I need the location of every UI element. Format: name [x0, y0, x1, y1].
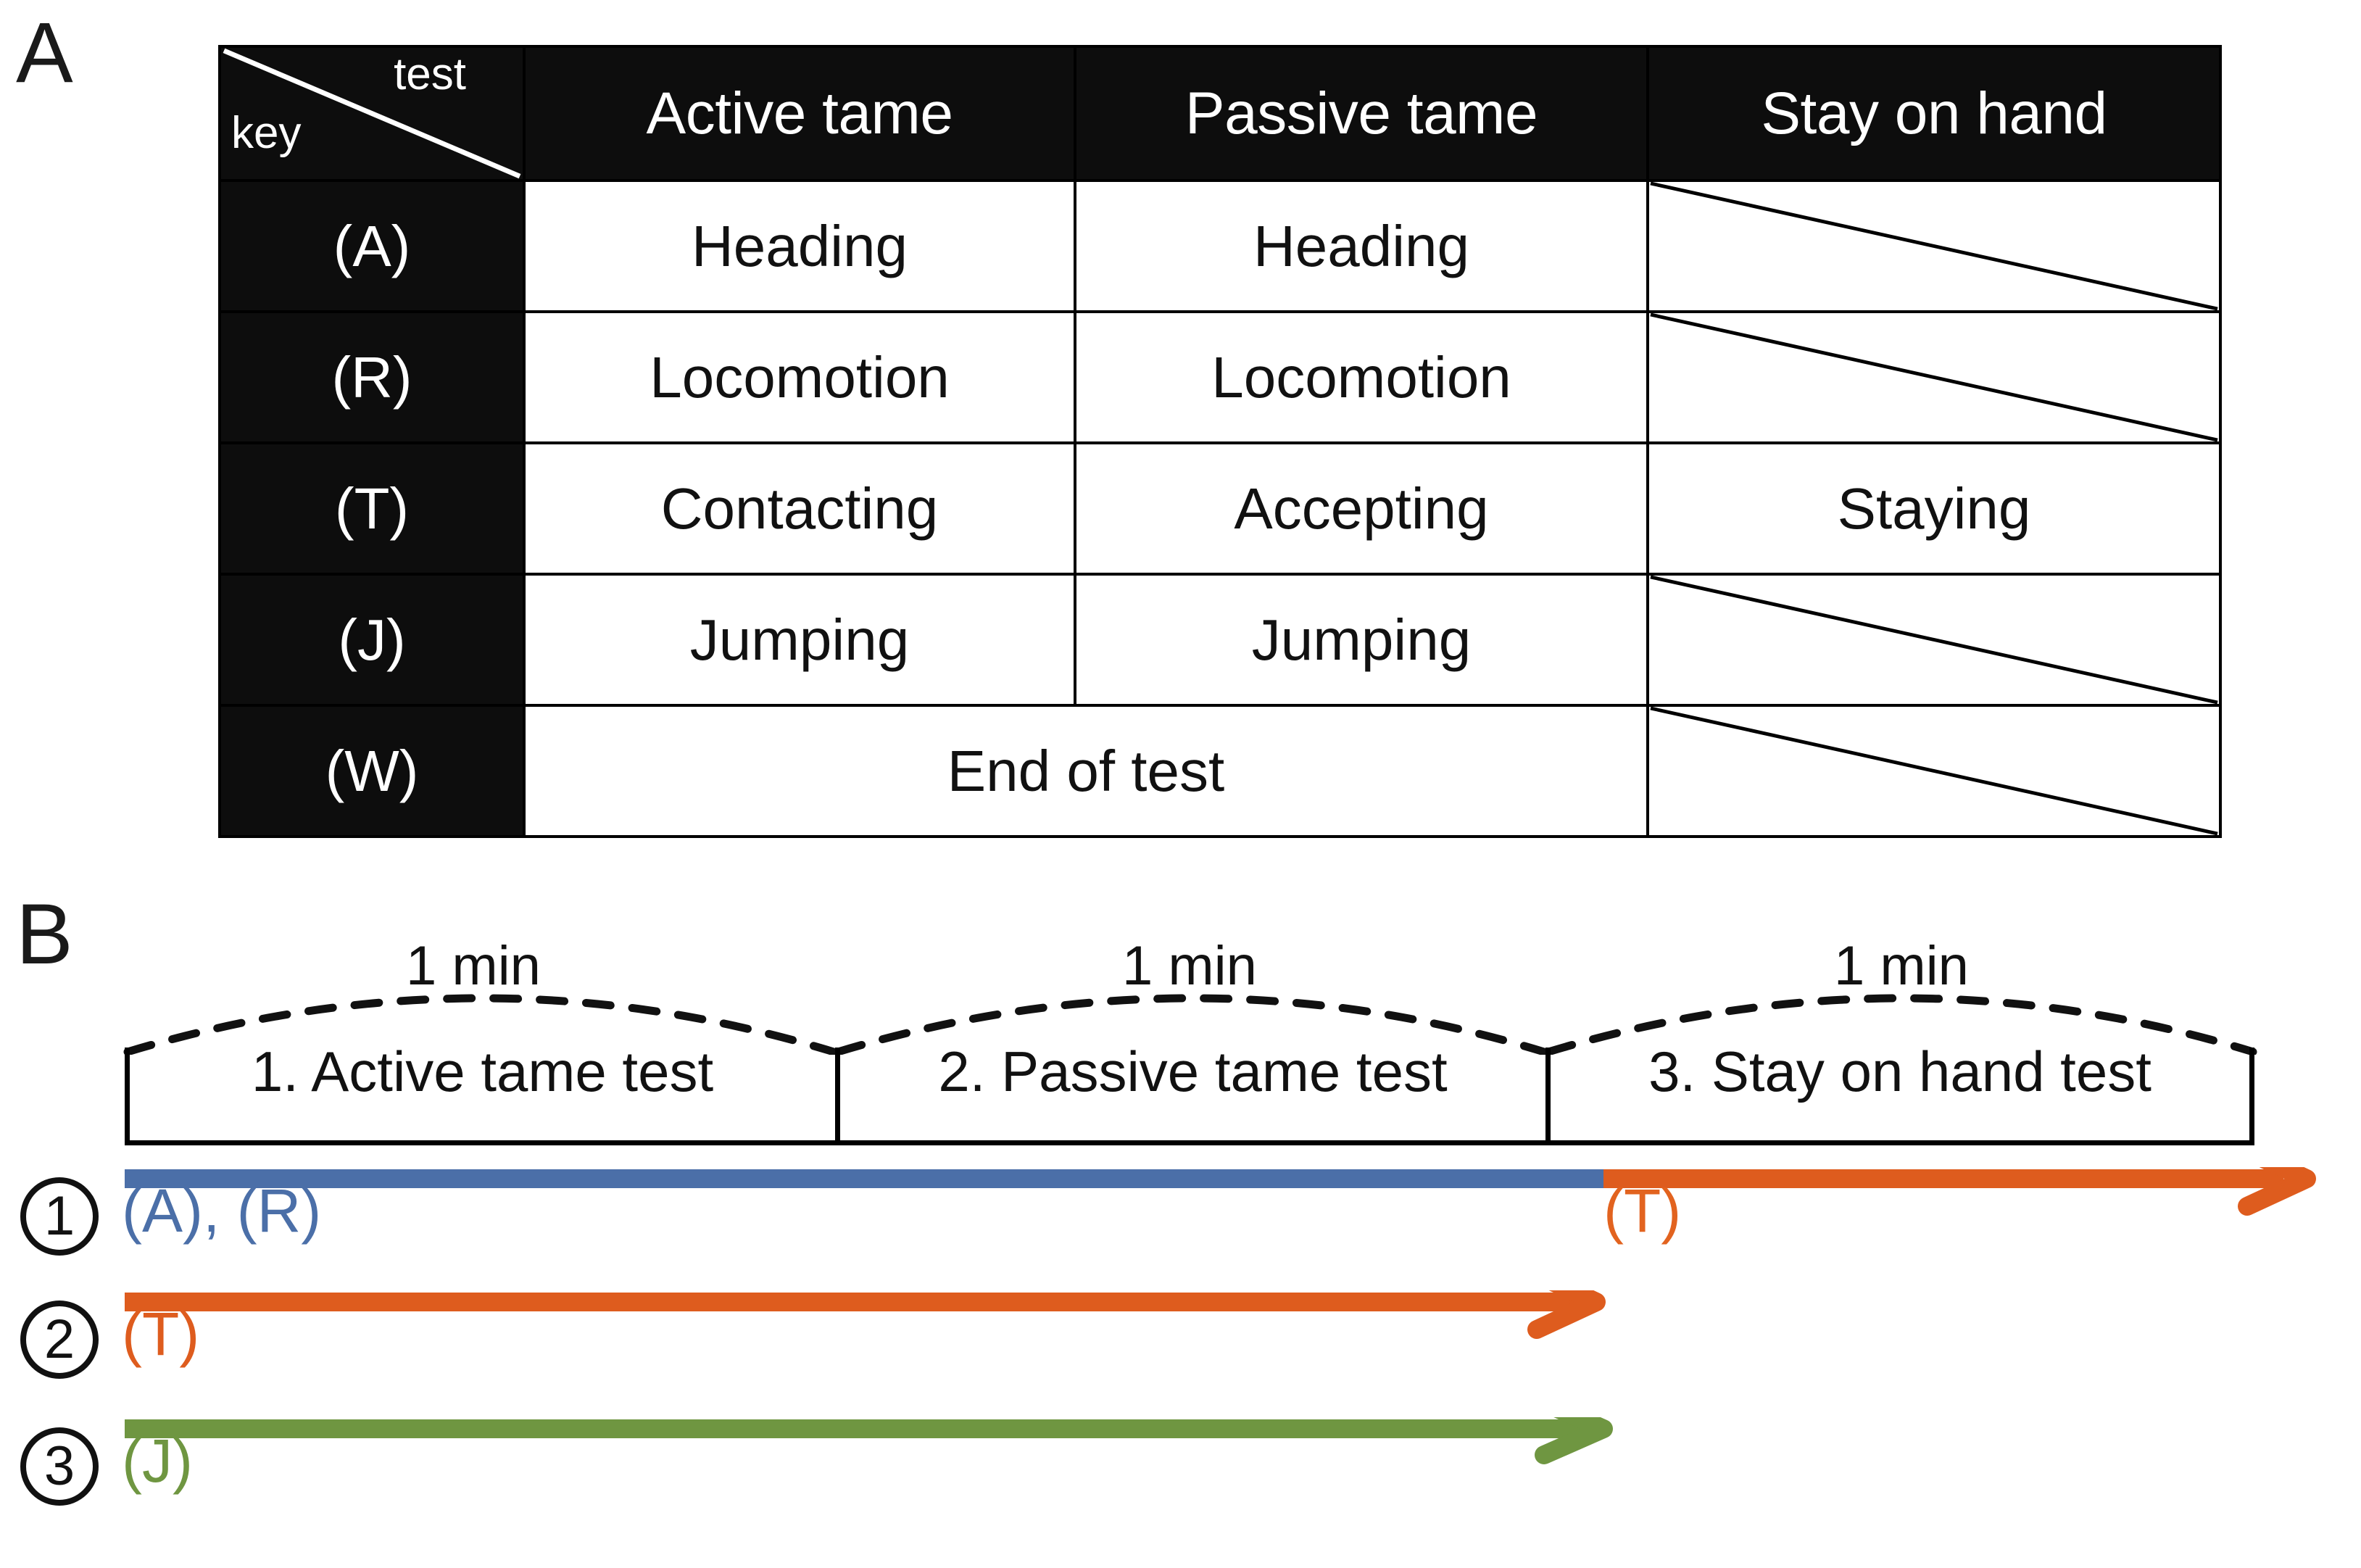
row-key-w: (W) [218, 704, 526, 838]
cell-t-stay: Staying [1646, 441, 2222, 576]
row-key-r: (R) [218, 310, 526, 444]
table-row: (W) End of test [218, 704, 2222, 838]
column-header-active-tame: Active tame [523, 45, 1076, 182]
track-2-label: (T) [122, 1300, 200, 1368]
timeline-track-2: 2 (T) [0, 1290, 2361, 1399]
duration-label-3: 1 min [1834, 935, 1969, 997]
track-3-label: (J) [122, 1427, 193, 1495]
na-diagonal-icon [1650, 313, 2218, 441]
track-1-mid-label: (T) [1603, 1177, 1682, 1245]
cell-t-passive: Accepting [1074, 441, 1649, 576]
test-stage-label: 2. Passive tame test [938, 1040, 1448, 1103]
cell-w-end-of-test: End of test [523, 704, 1649, 838]
cell-j-active: Jumping [523, 573, 1076, 707]
row-key-j: (J) [218, 573, 526, 707]
track-number-3: 3 [20, 1427, 99, 1506]
track-number-1: 1 [20, 1177, 99, 1256]
test-stage-label: 3. Stay on hand test [1648, 1040, 2152, 1103]
table-header-row: test key Active tame Passive tame Stay o… [218, 45, 2222, 182]
na-diagonal-icon [1650, 576, 2218, 704]
column-header-stay-on-hand: Stay on hand [1646, 45, 2222, 182]
matrix-table: test key Active tame Passive tame Stay o… [218, 45, 2222, 838]
track-1-label: (A), (R) [122, 1177, 322, 1245]
cell-w-stay-na [1646, 704, 2222, 838]
cell-j-stay-na [1646, 573, 2222, 707]
cell-j-passive: Jumping [1074, 573, 1649, 707]
column-header-passive-tame: Passive tame [1074, 45, 1649, 182]
corner-cell: test key [218, 45, 526, 182]
track-2-arrow [125, 1290, 1606, 1339]
table-row: (A) Heading Heading [218, 179, 2222, 313]
row-key-a: (A) [218, 179, 526, 313]
panel-a-label: A [16, 5, 73, 101]
corner-diagonal-icon [223, 48, 521, 179]
na-diagonal-icon [1650, 707, 2218, 835]
behaviour-key-matrix: test key Active tame Passive tame Stay o… [218, 45, 2222, 838]
test-stage-passive-tame: 2. Passive tame test [835, 1043, 1545, 1140]
table-row: (R) Locomotion Locomotion [218, 310, 2222, 444]
na-diagonal-icon [1650, 182, 2218, 310]
test-stage-label: 1. Active tame test [251, 1040, 714, 1103]
corner-row-header: key [231, 108, 302, 158]
test-stage-stay-on-hand: 3. Stay on hand test [1545, 1043, 2254, 1140]
cell-a-stay-na [1646, 179, 2222, 313]
cell-a-passive: Heading [1074, 179, 1649, 313]
test-stage-boxes: 1. Active tame test 2. Passive tame test… [125, 1043, 2254, 1145]
track-3-arrow [125, 1417, 1613, 1464]
test-stage-active-tame: 1. Active tame test [125, 1043, 835, 1140]
corner-col-header: test [394, 49, 466, 99]
duration-label-2: 1 min [1122, 935, 1257, 997]
cell-a-active: Heading [523, 179, 1076, 313]
panel-b-label: B [16, 887, 73, 982]
cell-r-stay-na [1646, 310, 2222, 444]
cell-t-active: Contacting [523, 441, 1076, 576]
timeline-diagram: 1 min 1 min 1 min 1. Active tame test 2.… [0, 910, 2361, 1568]
row-key-t: (T) [218, 441, 526, 576]
track-1-arrow [125, 1167, 2316, 1216]
timeline-track-1: 1 (A), (R) (T) [0, 1167, 2361, 1276]
track-number-2: 2 [20, 1301, 99, 1379]
duration-label-1: 1 min [406, 935, 541, 997]
cell-r-passive: Locomotion [1074, 310, 1649, 444]
table-row: (J) Jumping Jumping [218, 573, 2222, 707]
duration-arcs [123, 994, 2257, 1055]
cell-r-active: Locomotion [523, 310, 1076, 444]
timeline-track-3: 3 (J) [0, 1417, 2361, 1526]
table-row: (T) Contacting Accepting Staying [218, 441, 2222, 576]
